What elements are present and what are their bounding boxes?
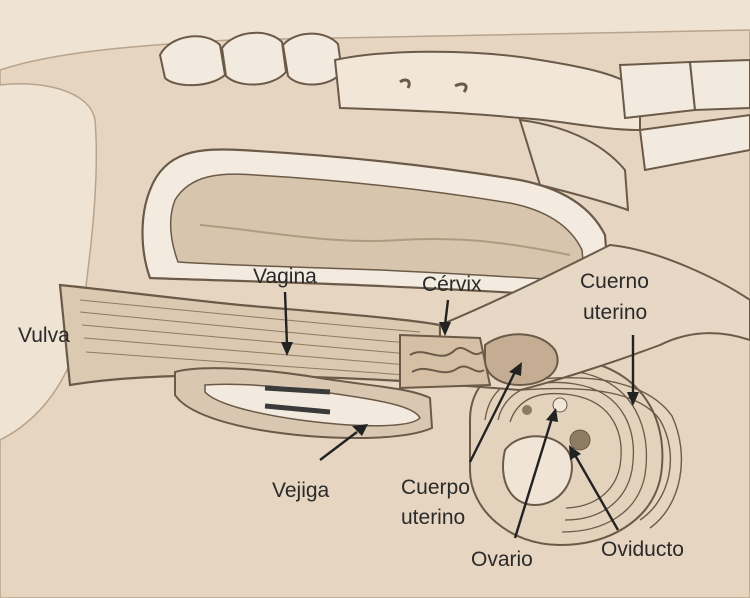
label-ovary: Ovario [471, 548, 533, 571]
label-cervix: Cérvix [422, 273, 482, 296]
label-uterine-horn-line1: Cuerno [580, 270, 649, 293]
label-uterine-body-line1: Cuerpo [401, 476, 470, 499]
label-oviduct: Oviducto [601, 538, 684, 561]
oviduct-coil [570, 430, 590, 450]
ovary [503, 436, 572, 505]
uterine-body [485, 334, 558, 385]
label-uterine-horn-line2: uterino [583, 301, 647, 324]
cervix [400, 335, 490, 388]
spine-vertebrae [160, 33, 342, 85]
label-vagina: Vagina [253, 265, 317, 288]
label-bladder: Vejiga [272, 479, 330, 502]
label-uterine-body-line2: uterino [401, 506, 465, 529]
label-vulva: Vulva [18, 324, 70, 347]
follicle [522, 405, 532, 415]
